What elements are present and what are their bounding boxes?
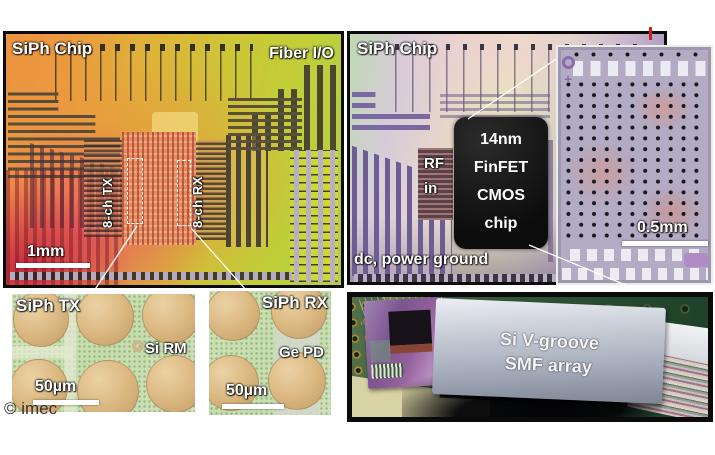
fiber-io-coupler-array (290, 150, 338, 282)
right-panel-title: SiPh Chip (357, 39, 438, 58)
rx-inset-title: SiPh RX (261, 293, 328, 312)
flip-chip (388, 309, 433, 346)
v-groove-fiber-block: Si V-groove SMF array (432, 298, 666, 404)
alignment-corner-mark (684, 253, 708, 267)
rf-in-label-line2: in (424, 180, 438, 197)
cmos-inset-bottom-pads-2 (562, 268, 708, 280)
bondpad (271, 291, 327, 339)
bondpad (268, 352, 326, 410)
right-top-bondpad-row (395, 44, 640, 50)
fiber-assembly-photo: Si V-groove SMF array (347, 292, 713, 422)
si-ring-modulator (132, 340, 144, 352)
siph-tx-inset: SiPh TX Si RM 50µm (10, 292, 197, 414)
bondpad (209, 291, 260, 341)
alignment-plus-mark: + (564, 71, 573, 87)
bondpad (76, 294, 134, 346)
cmos-line-2: FinFET (473, 159, 529, 176)
bondpad (209, 355, 259, 411)
tx-inset-title: SiPh TX (16, 296, 81, 315)
cmos-zoom-inset: + 0.5mm (556, 45, 713, 285)
left-bottom-bondpad-row (10, 272, 292, 280)
chip-green-region (369, 339, 391, 363)
bondpad (146, 355, 195, 412)
rf-pad-block (418, 148, 453, 220)
scalebar-50um-rx-label: 50µm (226, 382, 268, 399)
cmos-line-3: CMOS (477, 187, 525, 204)
scalebar-1mm-label: 1mm (27, 243, 65, 260)
fiber-io-label: Fiber I/O (269, 45, 334, 62)
left-top-bondpad-row (55, 44, 253, 51)
imec-copyright: © imec (4, 399, 58, 418)
ge-pd-label: Ge PD (279, 344, 325, 361)
siph-rx-inset: SiPh RX Ge PD 50µm (207, 289, 333, 417)
scalebar-50um-tx (33, 400, 99, 405)
left-top-wires (55, 51, 253, 101)
cmos-chip-overlay: 14nm FinFET CMOS chip (454, 117, 548, 249)
scalebar-50um-rx (222, 404, 284, 409)
mid-right-traces (228, 96, 302, 150)
chip-grating-stripes (371, 363, 404, 379)
cmos-inset-top-pads (568, 61, 708, 76)
red-edge-mark (649, 27, 652, 40)
rx-callout-box (177, 160, 191, 226)
cmos-inset-top-dots (568, 50, 706, 59)
cmos-line-1: 14nm (480, 131, 522, 148)
bondpad (142, 294, 195, 344)
tx-inset-pale-strip-h (12, 346, 72, 358)
scalebar-50um-tx-label: 50µm (35, 378, 77, 395)
si-rm-label: Si RM (145, 340, 187, 357)
left-chip-panel: SiPh Chip Fiber I/O 8-ch TX 8-ch RX 1mm (3, 31, 344, 288)
rf-in-label-line1: RF (424, 155, 444, 172)
alignment-circle-mark (562, 56, 575, 69)
tx-channel-label: 8-ch TX (100, 177, 115, 228)
tx-callout-box (127, 158, 143, 224)
right-bottom-bondpad-row (354, 274, 600, 282)
bondpad (13, 294, 69, 347)
left-panel-title: SiPh Chip (12, 39, 93, 58)
scalebar-05mm (622, 241, 708, 246)
cmos-line-4: chip (484, 215, 518, 232)
flip-chip-edge (390, 343, 433, 354)
txrx-array-block (122, 132, 196, 245)
rx-electrode-block (196, 140, 226, 240)
scalebar-05mm-label: 0.5mm (637, 219, 688, 236)
scalebar-1mm (16, 263, 90, 268)
cmos-inset-bump-grid (562, 79, 707, 241)
rx-channel-label: 8-ch RX (190, 176, 205, 228)
dc-power-ground-label: dc, power ground (354, 251, 489, 268)
tx-electrode-block (84, 140, 122, 237)
bondpad (77, 360, 139, 412)
right-mid-traces (440, 94, 550, 118)
right-dark-traces (226, 135, 268, 247)
